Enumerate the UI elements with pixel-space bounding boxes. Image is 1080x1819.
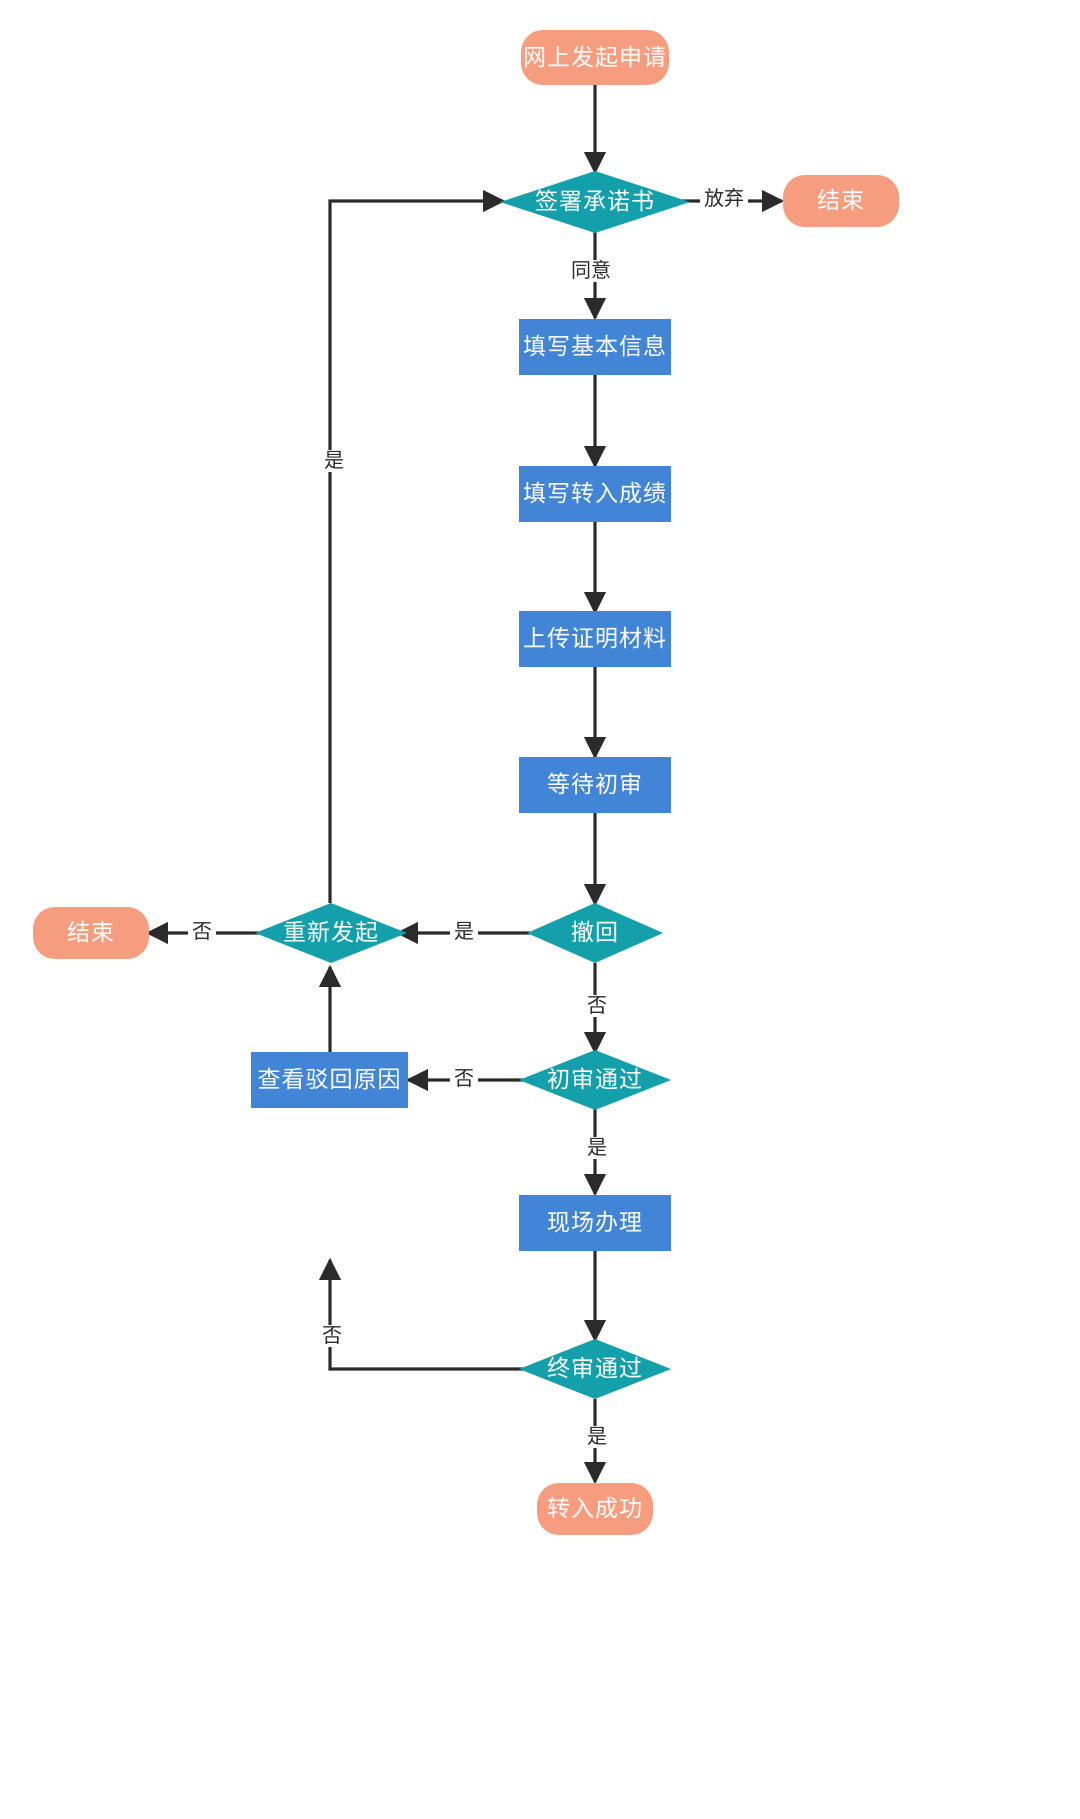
- node-label: 终审通过: [547, 1355, 643, 1382]
- node-label: 查看驳回原因: [257, 1066, 402, 1093]
- node-final-review-passed[interactable]: 终审通过: [519, 1339, 671, 1399]
- edge-label-withdraw-yes: 是: [450, 921, 478, 943]
- edge-label-restart-no: 否: [188, 921, 216, 943]
- node-transfer-success[interactable]: 转入成功: [537, 1483, 653, 1535]
- node-label: 结束: [817, 187, 865, 214]
- node-end-abandon[interactable]: 结束: [783, 175, 899, 227]
- node-label: 填写转入成绩: [523, 480, 667, 507]
- edge-label-first-review-yes: 是: [583, 1137, 611, 1159]
- node-sign-commitment[interactable]: 签署承诺书: [500, 171, 690, 233]
- node-initial-review-passed[interactable]: 初审通过: [519, 1050, 671, 1110]
- node-wait-initial-review[interactable]: 等待初审: [519, 757, 671, 813]
- edge-label-abandon: 放弃: [700, 188, 748, 210]
- node-label: 撤回: [571, 919, 619, 946]
- edge-label-restart-yes: 是: [320, 450, 348, 472]
- node-fill-basic-info[interactable]: 填写基本信息: [519, 319, 671, 375]
- node-label: 现场办理: [547, 1209, 643, 1236]
- node-label: 结束: [67, 919, 115, 946]
- node-withdraw[interactable]: 撤回: [527, 903, 663, 963]
- node-onsite-processing[interactable]: 现场办理: [519, 1195, 671, 1251]
- edge-label-withdraw-no: 否: [583, 995, 611, 1017]
- node-label: 网上发起申请: [523, 43, 667, 70]
- node-label: 转入成功: [547, 1495, 643, 1522]
- node-label: 重新发起: [283, 919, 379, 946]
- edge-label-final-review-yes: 是: [583, 1426, 611, 1448]
- edge-label-agree: 同意: [567, 260, 615, 282]
- node-end-restart[interactable]: 结束: [33, 907, 149, 959]
- node-restart-application[interactable]: 重新发起: [255, 903, 407, 963]
- node-start[interactable]: 网上发起申请: [521, 30, 669, 85]
- node-label: 等待初审: [547, 771, 643, 798]
- node-label: 签署承诺书: [535, 188, 655, 215]
- edge-label-final-review-no: 否: [318, 1325, 346, 1347]
- node-upload-materials[interactable]: 上传证明材料: [519, 611, 671, 667]
- node-label: 上传证明材料: [523, 625, 667, 652]
- node-fill-transfer-scores[interactable]: 填写转入成绩: [519, 466, 671, 522]
- node-label: 初审通过: [547, 1066, 643, 1093]
- node-view-rejection-reason[interactable]: 查看驳回原因: [251, 1052, 408, 1108]
- edge-label-first-review-no: 否: [450, 1068, 478, 1090]
- node-label: 填写基本信息: [523, 333, 667, 360]
